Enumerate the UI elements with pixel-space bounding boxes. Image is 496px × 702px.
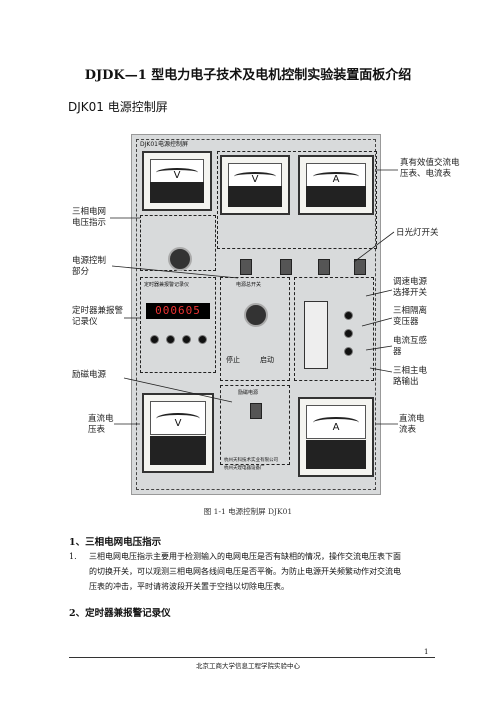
timer-outline xyxy=(140,277,216,373)
start-label: 启动 xyxy=(260,356,274,364)
callout-grid-voltage: 三相电网电压指示 xyxy=(72,207,107,228)
maker-line-1: 杭州天科技术实业有限公司 xyxy=(224,458,278,463)
toggle-switch-1[interactable] xyxy=(240,259,252,275)
panel-border xyxy=(136,139,376,490)
meter-unit: V xyxy=(174,417,182,429)
toggle-switch-3[interactable] xyxy=(318,259,330,275)
callout-ac-meters: 真有效值交流电压表、电流表 xyxy=(400,158,460,179)
meter-unit: A xyxy=(332,173,340,185)
fluorescent-switch[interactable] xyxy=(354,259,366,275)
callout-timer-alarm: 定时器兼报警记录仪 xyxy=(72,306,124,327)
body-line-2: 的切换开关，可以观测三相电网各线间电压是否平衡。为防止电源开关频繁动作对交流电 xyxy=(89,567,401,576)
figure-caption: 图 1-1 电源控制屏 DJK01 xyxy=(203,507,293,516)
page-number: 1 xyxy=(424,648,429,656)
transformer-outline xyxy=(294,277,374,381)
section-1-body: 1. 三相电网电压指示主要用于检测输入的电网电压是否有缺相的情况，操作交流电压表下… xyxy=(69,549,439,594)
footer-rule xyxy=(69,657,435,658)
transformer-diagram xyxy=(304,301,328,369)
callout-power-control: 电源控制部分 xyxy=(72,256,107,277)
callout-dc-ammeter: 直流电流表 xyxy=(399,414,425,435)
timer-button[interactable] xyxy=(150,335,159,344)
callout-fluorescent-switch: 日光灯开关 xyxy=(396,228,439,238)
dc-voltmeter: V xyxy=(142,393,214,473)
control-panel-photo: DJK01电源控制屏 V V A 定时器兼报警记录仪 000605 电源总开关 … xyxy=(131,134,381,495)
maker-line-2: 杭州天煌电器设备厂 xyxy=(224,466,265,471)
stop-label: 停止 xyxy=(226,356,240,364)
callout-regulator-switch: 调速电源选择开关 xyxy=(393,277,428,298)
grid-voltmeter: V xyxy=(142,151,212,211)
callout-isolation-transformer: 三相隔离变压器 xyxy=(393,306,428,327)
callout-current-transformer: 电流互感器 xyxy=(393,336,428,357)
ac-meter-group-outline xyxy=(217,151,377,249)
panel-header: DJK01电源控制屏 xyxy=(140,141,188,148)
power-control-outline xyxy=(220,277,290,381)
timer-button[interactable] xyxy=(182,335,191,344)
meter-unit: V xyxy=(173,169,181,181)
excitation-title: 励磁电源 xyxy=(238,390,259,396)
excitation-switch[interactable] xyxy=(250,403,262,419)
document-title: DJDK—1 型电力电子技术及电机控制实验装置面板介绍 xyxy=(84,68,412,83)
section-1-heading: 1、三相电网电压指示 xyxy=(69,537,162,548)
page-footer: 北京工商大学信息工程学院实验中心 xyxy=(196,662,300,670)
output-jack[interactable] xyxy=(344,311,353,320)
dc-ammeter: A xyxy=(298,397,374,477)
body-line-3: 压表的冲击，平时请将波段开关置于空挡以切除电压表。 xyxy=(89,582,289,591)
callout-dc-voltmeter: 直流电压表 xyxy=(88,414,114,435)
timer-button[interactable] xyxy=(198,335,207,344)
callout-main-output: 三相主电路输出 xyxy=(393,366,428,387)
ac-ammeter: A xyxy=(298,155,374,215)
timer-title: 定时器兼报警记录仪 xyxy=(144,282,190,288)
section-2-heading: 2、定时器兼报警记录仪 xyxy=(69,608,171,619)
body-line-1: 三相电网电压指示主要用于检测输入的电网电压是否有缺相的情况，操作交流电压表下面 xyxy=(89,552,401,561)
toggle-switch-2[interactable] xyxy=(280,259,292,275)
meter-unit: V xyxy=(251,173,259,185)
section-subtitle: DJK01 电源控制屏 xyxy=(68,100,168,114)
meter-unit: A xyxy=(332,421,340,433)
grid-selector-knob[interactable] xyxy=(168,247,192,271)
callout-excitation: 励磁电源 xyxy=(72,370,107,380)
output-jack[interactable] xyxy=(344,347,353,356)
timer-button[interactable] xyxy=(166,335,175,344)
key-switch[interactable] xyxy=(244,303,268,327)
timer-display: 000605 xyxy=(146,303,210,319)
list-number: 1. xyxy=(69,552,77,561)
power-title: 电源总开关 xyxy=(236,282,262,288)
excitation-outline xyxy=(220,385,290,465)
ac-voltmeter: V xyxy=(220,155,290,215)
output-jack[interactable] xyxy=(344,329,353,338)
